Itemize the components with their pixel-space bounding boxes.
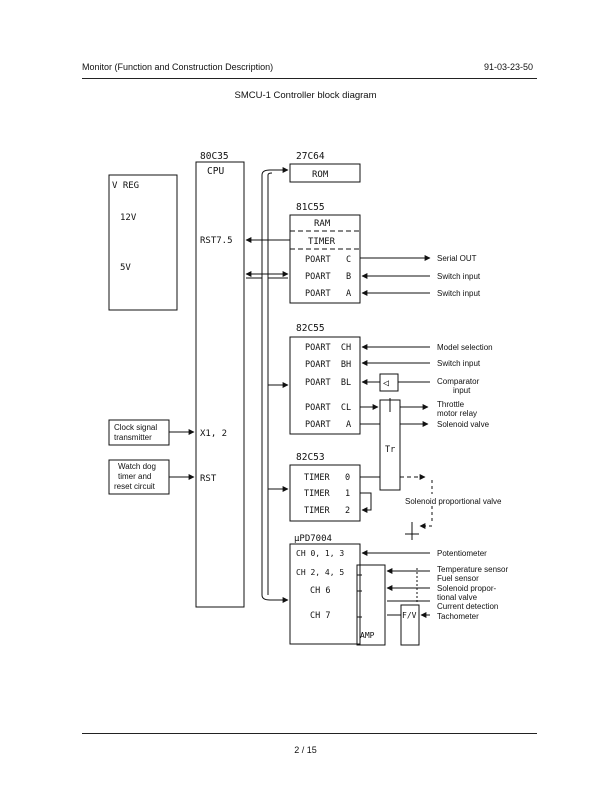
diagram-title: SMCU-1 Controller block diagram [234, 90, 377, 101]
c8155-timer: TIMER [308, 237, 336, 247]
c8155-port-c: POART C [305, 255, 351, 265]
adc-ch-6: CH 6 [310, 586, 330, 596]
vreg-12v: 12V [120, 213, 137, 223]
header-doc-number: 91-03-23-50 [483, 62, 533, 72]
c8255-port-ch: POART CH [305, 343, 351, 353]
header-rule [82, 78, 537, 79]
c8255-port-a: POART A [305, 420, 351, 430]
c8155-port-a: POART A [305, 289, 351, 299]
switch-input-1-label: Switch input [437, 272, 481, 281]
tr-label: Tr [385, 445, 395, 455]
watchdog-line2: timer and [118, 472, 151, 481]
adc-ch-013: CH 0, 1, 3 [296, 549, 344, 558]
serial-out-label: Serial OUT [437, 254, 477, 263]
tachometer-label: Tachometer [437, 612, 479, 621]
model-selection-label: Model selection [437, 343, 493, 352]
page-number: 2 / 15 [294, 745, 317, 755]
cpu-box [195, 161, 245, 608]
watchdog-line1: Watch dog [118, 462, 156, 471]
watchdog-line3: reset circuit [114, 482, 156, 491]
throttle-line1: Throttle [437, 400, 465, 409]
c8253-timer-1: TIMER 1 [304, 489, 350, 499]
rst-label: RST [200, 474, 217, 484]
fuel-sensor-label: Fuel sensor [437, 574, 479, 583]
c8255-port-bh: POART BH [305, 360, 351, 370]
fv-box [400, 604, 420, 646]
x12-label: X1, 2 [200, 429, 227, 439]
comparator-icon: ◁ [383, 378, 389, 389]
cpu-chip-label: 80C35 [200, 151, 229, 162]
c8255-port-cl: POART CL [305, 403, 351, 413]
sol-prop-line2: tional valve [437, 593, 478, 602]
solenoid-valve-label: Solenoid valve [437, 420, 490, 429]
c8253-timer-0: TIMER 0 [304, 473, 350, 483]
data-bus [261, 175, 269, 595]
clock-line2: transmitter [114, 433, 152, 442]
adc-ch-245: CH 2, 4, 5 [296, 568, 344, 577]
rom-box [289, 163, 361, 183]
c8255-port-bl: POART BL [305, 378, 351, 388]
c8155-ram: RAM [314, 219, 331, 229]
c8155-port-b: POART B [305, 272, 351, 282]
temp-sensor-label: Temperature sensor [437, 565, 508, 574]
cpu-label: CPU [207, 166, 224, 177]
header-title: Monitor (Function and Construction Descr… [82, 62, 274, 72]
amp-box [356, 564, 386, 646]
adc-box [289, 543, 361, 645]
c8253-chip-label: 82C53 [296, 452, 325, 463]
potentiometer-label: Potentiometer [437, 549, 487, 558]
c8155-chip-label: 81C55 [296, 202, 325, 213]
c8155-box [289, 214, 361, 304]
switch-input-2-label: Switch input [437, 289, 481, 298]
sol-prop-line1: Solenoid propor- [437, 584, 496, 593]
clock-line1: Clock signal [114, 423, 157, 432]
rom-chip-label: 27C64 [296, 151, 325, 162]
vreg-5v: 5V [120, 263, 131, 273]
c8255-chip-label: 82C55 [296, 323, 325, 334]
rom-label: ROM [312, 170, 329, 180]
current-detection-label: Current detection [437, 602, 498, 611]
vreg-label: V REG [112, 181, 139, 191]
adc-ch-7: CH 7 [310, 611, 330, 621]
solenoid-prop-valve-label: Solenoid proportional valve [405, 497, 502, 506]
c8255-box [289, 336, 361, 435]
fv-label: F/V [402, 611, 417, 620]
throttle-line2: motor relay [437, 409, 477, 418]
footer-rule [82, 733, 537, 734]
comparator-line1: Comparator [437, 377, 480, 386]
vreg-box [108, 174, 178, 311]
rst75-label: RST7.5 [200, 236, 233, 246]
amp-label: AMP [360, 631, 375, 640]
adc-chip-label: μPD7004 [294, 534, 332, 544]
switch-input-3-label: Switch input [437, 359, 481, 368]
c8253-timer-2: TIMER 2 [304, 506, 350, 516]
comparator-line2: input [453, 386, 471, 395]
